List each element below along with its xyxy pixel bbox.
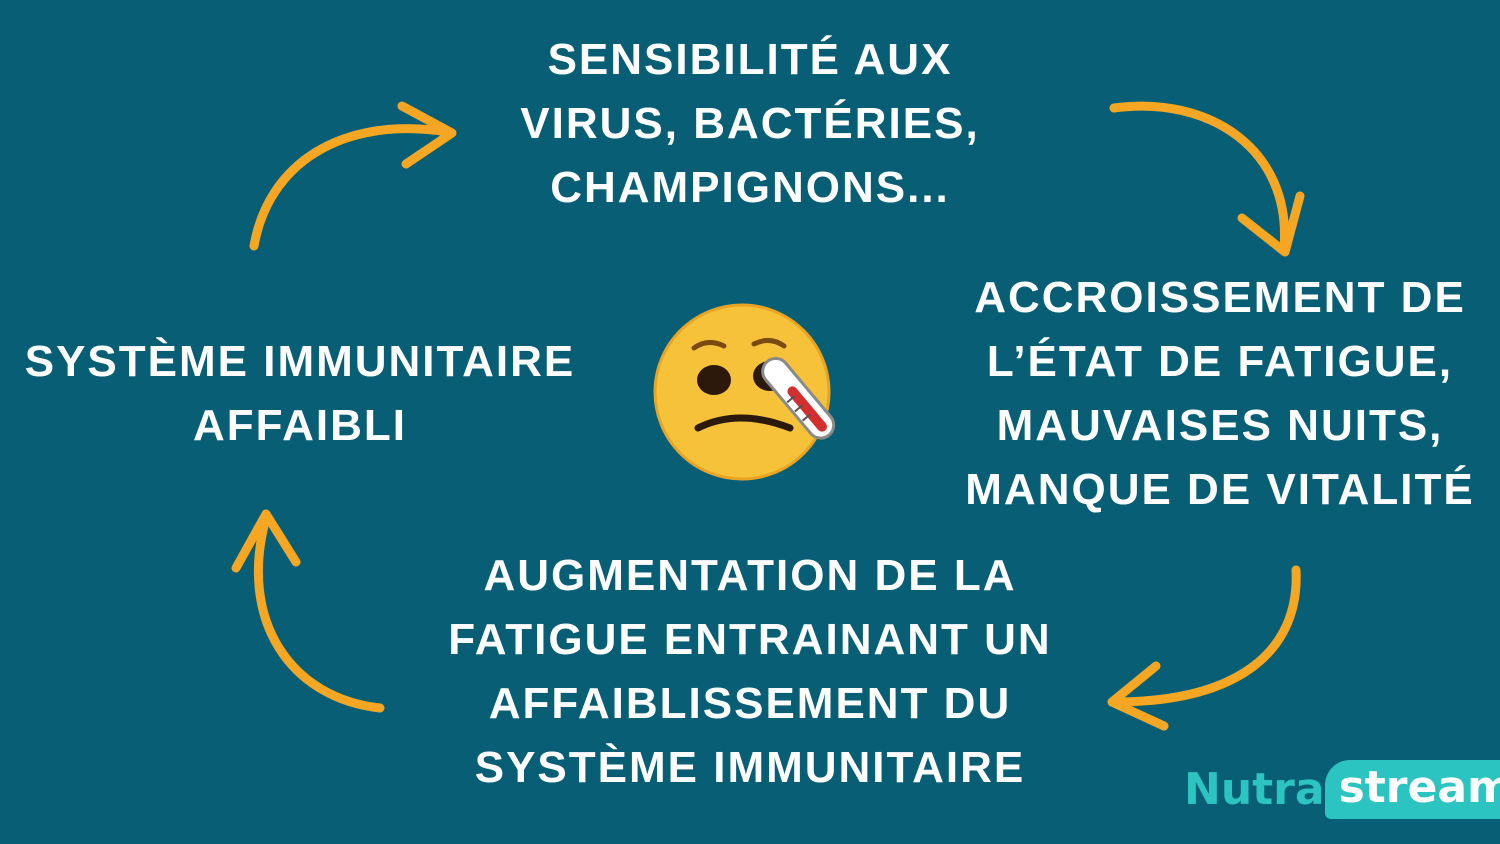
node-fatigue-increase: ACCROISSEMENT DE L’ÉTAT DE FATIGUE, MAUV… <box>960 266 1480 522</box>
node-line: AUGMENTATION DE LA <box>483 551 1017 600</box>
brand-name-part2: stream <box>1324 759 1500 819</box>
node-line: AFFAIBLI <box>193 401 407 450</box>
node-line: SENSIBILITÉ AUX <box>547 35 953 84</box>
node-line: L’ÉTAT DE FATIGUE, <box>986 337 1454 386</box>
node-line: CHAMPIGNONS... <box>550 163 950 212</box>
arrow-bottom-right <box>1107 565 1301 731</box>
arrow-bottom-left <box>231 509 385 713</box>
node-line: MAUVAISES NUITS, <box>996 401 1444 450</box>
node-weakening: AUGMENTATION DE LA FATIGUE ENTRAINANT UN… <box>420 544 1080 800</box>
brand-name-part1: Nutra <box>1184 763 1325 815</box>
node-line: AFFAIBLISSEMENT DU <box>488 679 1012 728</box>
brand-logo: Nutra stream <box>1180 756 1500 822</box>
node-line: ACCROISSEMENT DE <box>974 273 1466 322</box>
node-line: FATIGUE ENTRAINANT UN <box>448 615 1052 664</box>
arrow-top-right <box>1109 101 1305 257</box>
node-susceptibility: SENSIBILITÉ AUX VIRUS, BACTÉRIES, CHAMPI… <box>450 28 1050 220</box>
node-line: SYSTÈME IMMUNITAIRE <box>24 337 576 386</box>
node-weak-immune-system: SYSTÈME IMMUNITAIRE AFFAIBLI <box>10 330 590 458</box>
arrow-top-left <box>249 101 457 251</box>
node-line: VIRUS, BACTÉRIES, <box>520 99 980 148</box>
face-with-thermometer-icon <box>653 303 836 481</box>
node-line: MANQUE DE VITALITÉ <box>965 465 1475 514</box>
node-line: SYSTÈME IMMUNITAIRE <box>474 743 1026 792</box>
